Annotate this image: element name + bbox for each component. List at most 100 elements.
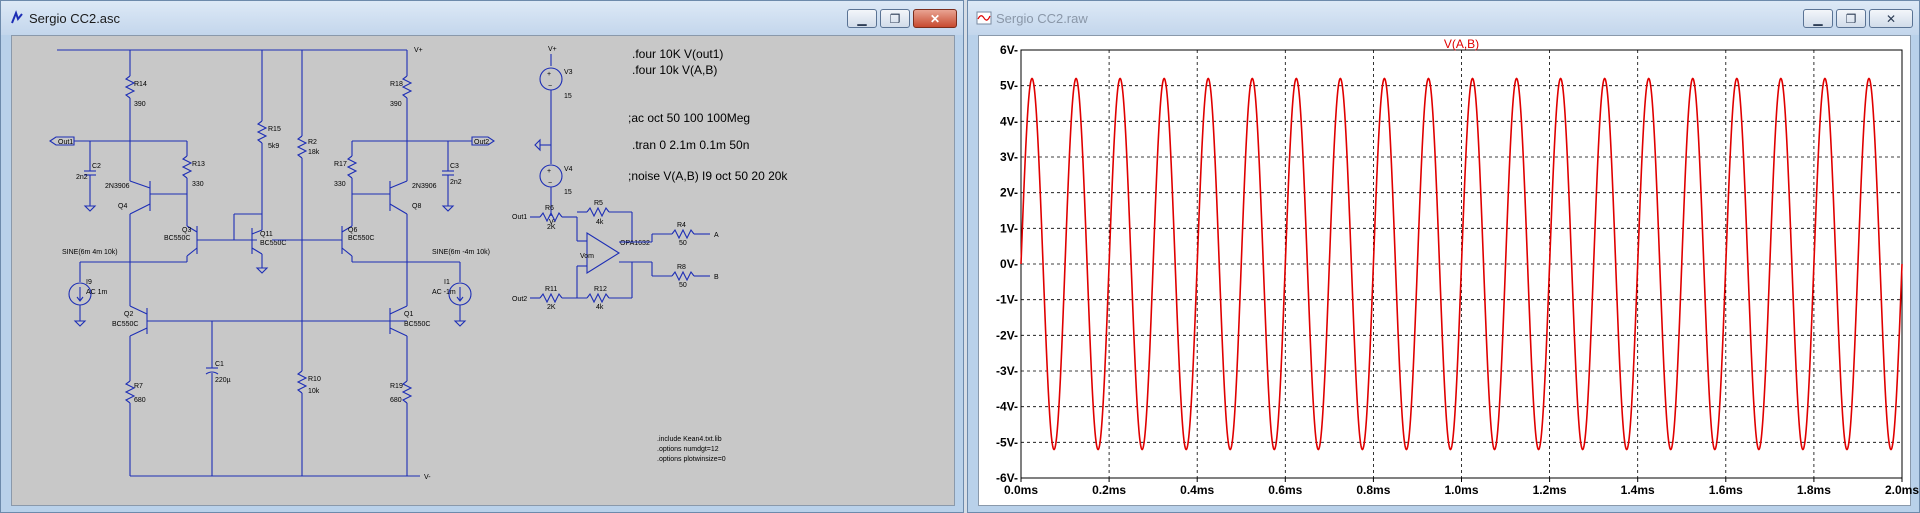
svg-text:390: 390 <box>390 101 402 108</box>
svg-text:R5: R5 <box>594 200 603 207</box>
svg-text:I9: I9 <box>86 279 92 286</box>
x-tick-label: 1.0ms <box>1444 483 1478 497</box>
y-tick-label: -6V- <box>996 471 1018 485</box>
opamp-u1 <box>586 232 621 274</box>
resistor-r7 <box>124 380 136 404</box>
svg-text:+: + <box>547 71 551 78</box>
resistor-r6 <box>539 211 563 223</box>
close-button[interactable]: ✕ <box>1869 9 1913 28</box>
directive-four-out1: .four 10K V(out1) <box>632 47 723 61</box>
svg-text:R4: R4 <box>677 222 686 229</box>
resistor-r15 <box>256 120 268 144</box>
resistor-r2 <box>296 135 308 159</box>
svg-text:2K: 2K <box>547 304 556 311</box>
waveform-title: Sergio CC2.raw <box>996 11 1088 26</box>
y-tick-label: 1V- <box>1000 221 1018 235</box>
y-tick-label: -3V- <box>996 364 1018 378</box>
svg-text:C1: C1 <box>215 361 224 368</box>
svg-text:Out1: Out1 <box>58 139 73 146</box>
svg-text:R7: R7 <box>134 383 143 390</box>
x-tick-label: 0.0ms <box>1004 483 1038 497</box>
close-button[interactable]: ✕ <box>913 9 957 28</box>
svg-text:R18: R18 <box>390 81 403 88</box>
svg-text:BC550C: BC550C <box>348 235 374 242</box>
svg-text:R8: R8 <box>677 264 686 271</box>
svg-text:220µ: 220µ <box>215 377 231 384</box>
svg-text:A: A <box>714 232 719 239</box>
svg-text:330: 330 <box>334 181 346 188</box>
minimize-button[interactable]: ▁ <box>847 9 877 28</box>
x-tick-label: 2.0ms <box>1885 483 1919 497</box>
svg-text:R12: R12 <box>594 286 607 293</box>
svg-text:V-: V- <box>549 219 556 226</box>
resistor-r17 <box>346 155 358 179</box>
svg-text:330: 330 <box>192 181 204 188</box>
svg-text:SINE(6m 4m 10k): SINE(6m 4m 10k) <box>62 249 118 256</box>
svg-text:R10: R10 <box>308 376 321 383</box>
resistor-r5 <box>586 206 610 218</box>
svg-text:BC550C: BC550C <box>260 240 286 247</box>
y-tick-label: 2V- <box>1000 186 1018 200</box>
x-tick-label: 1.4ms <box>1621 483 1655 497</box>
net-vminus: V- <box>424 474 431 481</box>
svg-text:I1: I1 <box>444 279 450 286</box>
directive-numdgt: .options numdgt=12 <box>657 446 719 453</box>
resistor-r8 <box>671 270 695 282</box>
plot-pane[interactable]: 6V-5V-4V-3V-2V-1V-0V--1V--2V--3V--4V--5V… <box>978 35 1919 506</box>
svg-text:2N3906: 2N3906 <box>105 183 130 190</box>
ltspice-schematic-icon <box>11 10 23 24</box>
restore-button[interactable]: ❐ <box>1836 9 1866 28</box>
svg-text:−: − <box>548 180 552 187</box>
svg-text:Q11: Q11 <box>260 231 273 238</box>
directive-plotwinsize: .options plotwinsize=0 <box>657 456 726 463</box>
waveform-viewer-icon <box>976 11 992 25</box>
svg-text:10k: 10k <box>308 388 320 395</box>
trace-title: V(A,B) <box>1444 37 1479 51</box>
svg-text:680: 680 <box>390 397 402 404</box>
svg-text:Q1: Q1 <box>404 311 413 318</box>
svg-text:SINE(6m -4m 10k): SINE(6m -4m 10k) <box>432 249 490 256</box>
svg-text:Q4: Q4 <box>118 203 127 210</box>
waveform-titlebar[interactable]: Sergio CC2.raw ▁ ❐ ✕ <box>968 1 1919 35</box>
series-line-vab <box>1020 77 1903 451</box>
svg-text:4k: 4k <box>596 304 604 311</box>
y-tick-label: -1V- <box>996 293 1018 307</box>
svg-text:R11: R11 <box>545 286 557 293</box>
svg-text:Q8: Q8 <box>412 203 421 210</box>
svg-text:Out2: Out2 <box>474 139 489 146</box>
svg-text:BC550C: BC550C <box>112 321 138 328</box>
restore-button[interactable]: ❐ <box>880 9 910 28</box>
svg-text:Q6: Q6 <box>348 227 357 234</box>
resistor-r4 <box>671 228 695 240</box>
net-label-out2-top <box>471 136 495 146</box>
x-tick-label: 1.2ms <box>1533 483 1567 497</box>
svg-text:4k: 4k <box>596 219 604 226</box>
svg-text:R19: R19 <box>390 383 403 390</box>
svg-text:R13: R13 <box>192 161 205 168</box>
schematic-window: Sergio CC2.asc ▁ ❐ ✕ V+ V- R14 390 Out1 <box>0 0 964 513</box>
minimize-button[interactable]: ▁ <box>1803 9 1833 28</box>
y-tick-label: 4V- <box>1000 114 1018 128</box>
resistor-r18 <box>401 75 413 99</box>
resistor-r19 <box>401 380 413 404</box>
svg-text:+: + <box>547 168 551 175</box>
svg-text:C3: C3 <box>450 163 459 170</box>
y-tick-label: 6V- <box>1000 43 1018 57</box>
resistor-r12 <box>586 292 610 304</box>
svg-text:BC550C: BC550C <box>164 235 190 242</box>
svg-text:390: 390 <box>134 101 146 108</box>
schematic-titlebar[interactable]: Sergio CC2.asc ▁ ❐ ✕ <box>1 1 963 35</box>
svg-text:15: 15 <box>564 189 572 196</box>
svg-text:2n2: 2n2 <box>76 174 88 181</box>
waveform-window: Sergio CC2.raw ▁ ❐ ✕ 6V-5V-4V-3V-2V-1V-0… <box>967 0 1920 513</box>
schematic-canvas[interactable]: V+ V- R14 390 Out1 C2 2n2 R13 <box>11 35 955 506</box>
svg-text:Out2: Out2 <box>512 296 527 303</box>
svg-text:5k9: 5k9 <box>268 143 279 150</box>
svg-text:18k: 18k <box>308 149 320 156</box>
directive-include: .include Kean4.txt.lib <box>657 436 722 443</box>
y-tick-label: 5V- <box>1000 79 1018 93</box>
svg-text:R2: R2 <box>308 139 317 146</box>
x-tick-label: 0.6ms <box>1268 483 1302 497</box>
x-tick-label: 1.6ms <box>1709 483 1743 497</box>
svg-text:AC 1m: AC 1m <box>86 289 108 296</box>
